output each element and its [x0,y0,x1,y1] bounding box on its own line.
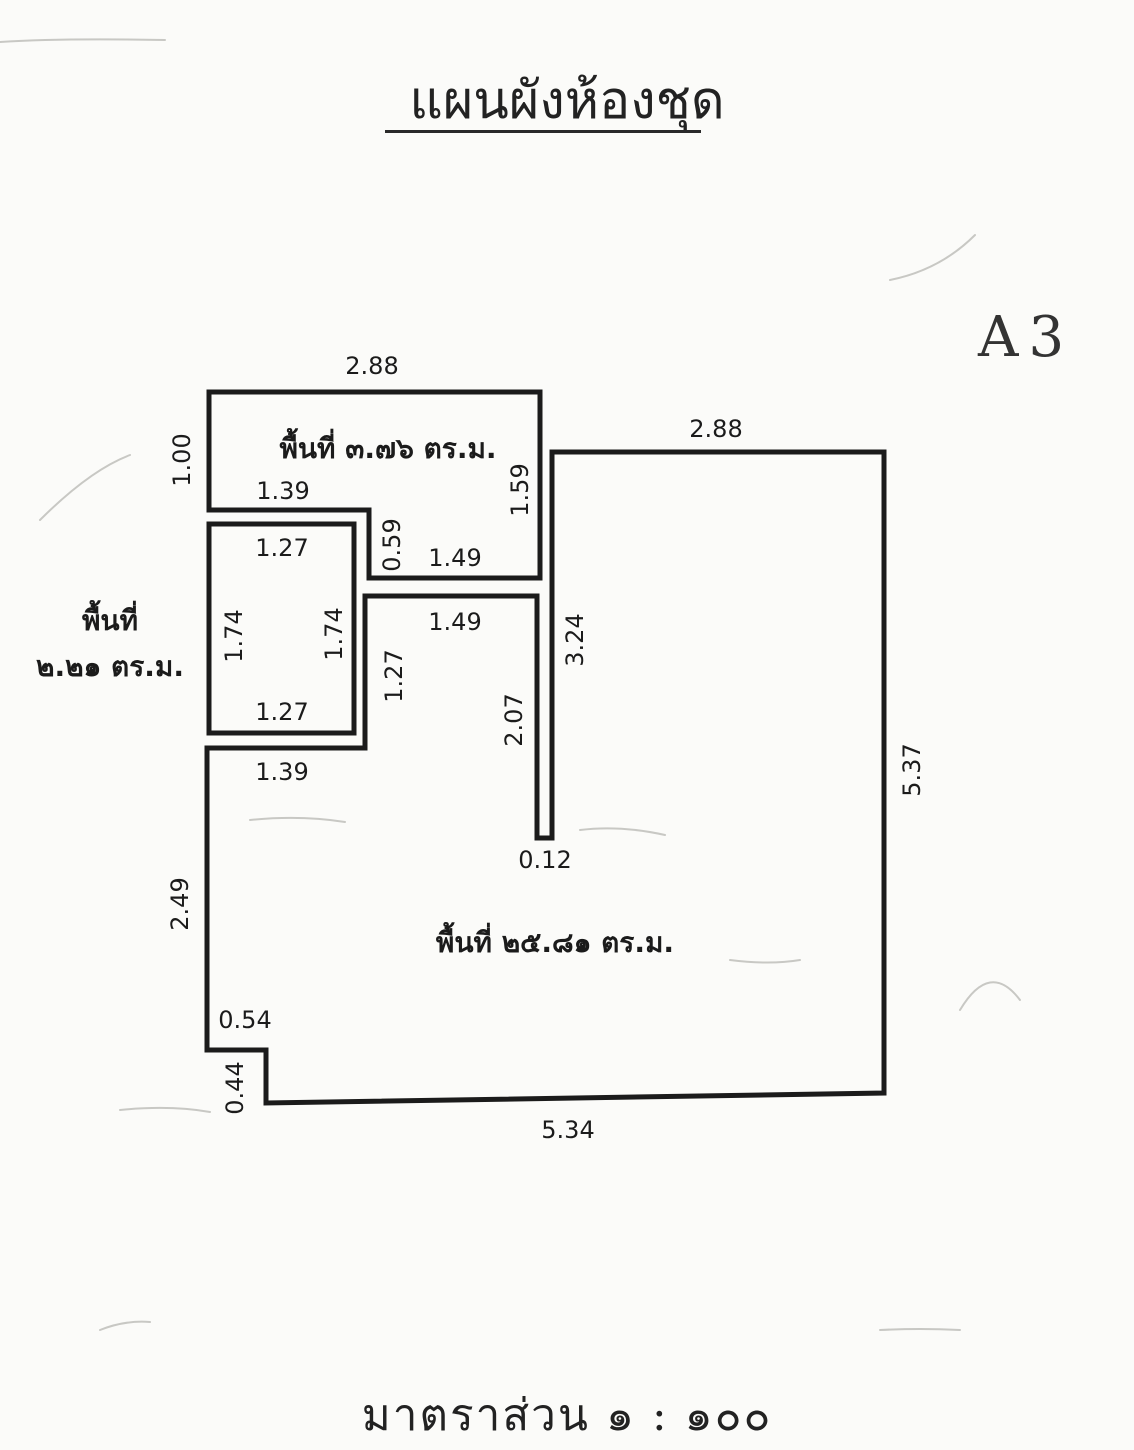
dim-main-notch: 1.39 [255,758,308,786]
title-underline [385,130,701,133]
left-room-area-label: พื้นที่ [82,599,138,637]
main-room-area: พื้นที่ ๒๕.๘๑ ตร.ม. [436,921,674,959]
dim-step-width: 0.54 [218,1006,271,1034]
dim-step-height: 0.44 [221,1061,249,1114]
scale-note: มาตราส่วน ๑ : ๑๐๐ [361,1390,773,1441]
dim-corridor-top: 1.49 [428,608,481,636]
dim-wall-right: 3.24 [561,613,589,666]
dim-left-top: 1.27 [255,534,308,562]
dim-left-bottom: 1.27 [255,698,308,726]
dim-left-side-b: 1.74 [320,607,348,660]
drawing-title: แผนผังห้องชุด [409,71,725,131]
dim-main-left: 2.49 [166,877,194,930]
left-room-area-value: ๒.๒๑ ตร.ม. [36,650,184,683]
dim-main-top: 2.88 [689,415,742,443]
dim-upper-notch: 1.39 [256,477,309,505]
dim-upper-top: 2.88 [345,352,398,380]
dim-upper-bottom: 1.49 [428,544,481,572]
dim-upper-right: 1.59 [506,463,534,516]
main-room-outline [204,449,887,1106]
dim-upper-left: 1.00 [168,433,196,486]
paper-scribbles [0,38,1021,1331]
dim-corridor-left: 1.27 [380,649,408,702]
upper-room-area: พื้นที่ ๓.๗๖ ตร.ม. [279,427,496,465]
dim-main-bottom: 5.34 [541,1116,594,1144]
dim-wall-thickness: 0.12 [518,846,571,874]
dim-left-side-a: 1.74 [220,609,248,662]
left-room-outline [206,521,357,736]
dim-main-right: 5.37 [898,743,926,796]
upper-room-outline [206,389,543,581]
dim-upper-step: 0.59 [378,518,406,571]
sheet-label: A3 [978,305,1075,370]
dim-corridor-right: 2.07 [500,693,528,746]
